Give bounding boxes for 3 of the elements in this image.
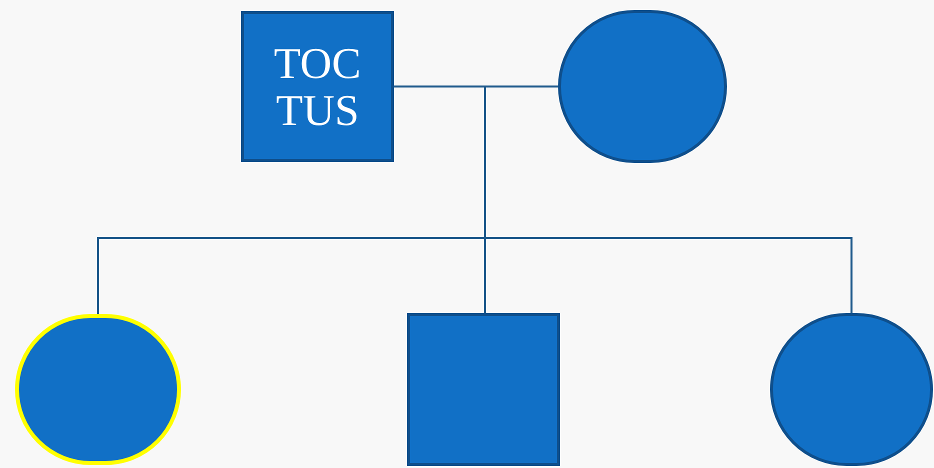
- symbol-label: TOC TUS: [272, 40, 362, 134]
- square-symbol: [407, 313, 560, 466]
- square-symbol: [241, 11, 394, 162]
